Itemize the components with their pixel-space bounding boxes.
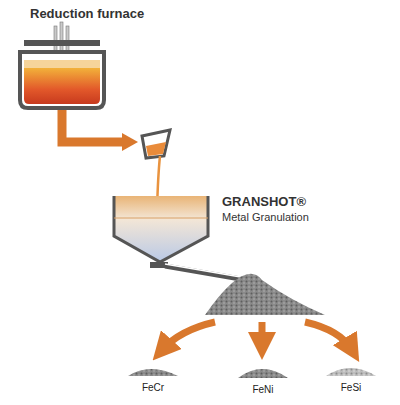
product-label: FeSi <box>341 382 362 393</box>
product-label: FeNi <box>252 384 273 395</box>
brand-label: GRANSHOT® <box>222 194 306 209</box>
process-label: Metal Granulation <box>222 211 309 223</box>
product-label: FeCr <box>142 382 164 393</box>
furnace-label: Reduction furnace <box>30 6 144 21</box>
